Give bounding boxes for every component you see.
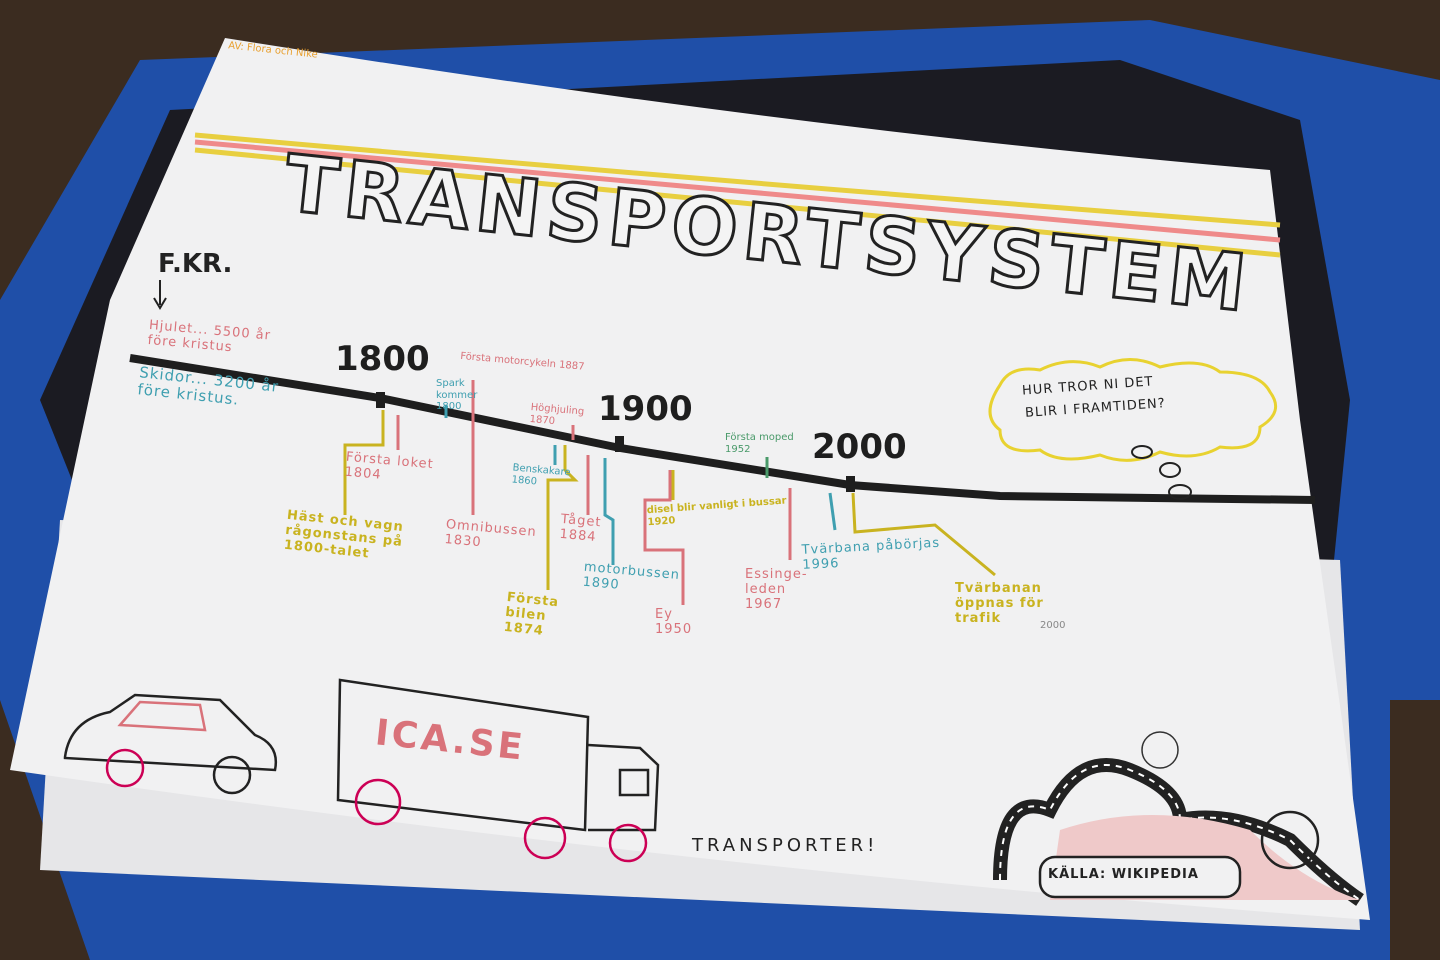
title-stripe-pink bbox=[194, 139, 1281, 243]
timeline-axis bbox=[129, 354, 1316, 504]
connector bbox=[343, 410, 385, 515]
road-drawing bbox=[993, 731, 1364, 906]
year-1900: 1900 bbox=[598, 389, 693, 429]
event-e4: Ey 1950 bbox=[655, 607, 693, 637]
thought-puffs bbox=[1131, 445, 1192, 500]
truck-drawing bbox=[336, 678, 660, 863]
source-label: KÄLLA: WIKIPEDIA bbox=[1048, 867, 1199, 882]
event-essingeleden: Essinge-leden 1967 bbox=[745, 567, 808, 612]
event-tvarbana-open: Tvärbanan öppnas för trafik bbox=[955, 581, 1044, 626]
car-drawing bbox=[63, 693, 278, 795]
title-stripe-yellow bbox=[194, 132, 1281, 228]
connector bbox=[828, 492, 837, 531]
event-tvarbana-open-year: 2000 bbox=[1040, 620, 1066, 631]
poster-paper bbox=[10, 38, 1370, 920]
event-kick-sled: Spark kommer 1800 bbox=[436, 378, 478, 412]
event-first-car: Första bilen 1874 bbox=[502, 589, 560, 639]
year-1800: 1800 bbox=[335, 339, 430, 379]
event-connectors bbox=[153, 280, 996, 605]
event-train: Tåget 1884 bbox=[558, 511, 603, 545]
tick-2000 bbox=[846, 476, 855, 492]
connector bbox=[643, 470, 685, 605]
connector bbox=[851, 492, 996, 577]
connector bbox=[546, 445, 579, 590]
down-arrow-icon bbox=[153, 280, 167, 310]
connector bbox=[603, 458, 615, 565]
year-2000: 2000 bbox=[812, 427, 907, 467]
thought-bubble-cloud bbox=[988, 358, 1278, 462]
bc-label: F.KR. bbox=[158, 249, 233, 279]
title-stripe-yellow-2 bbox=[194, 147, 1281, 258]
footer-transporter: TRANSPORTER! bbox=[692, 835, 879, 856]
tick-1800 bbox=[376, 392, 385, 408]
tick-1900 bbox=[615, 436, 624, 452]
event-first-moped: Första moped 1952 bbox=[725, 432, 794, 455]
